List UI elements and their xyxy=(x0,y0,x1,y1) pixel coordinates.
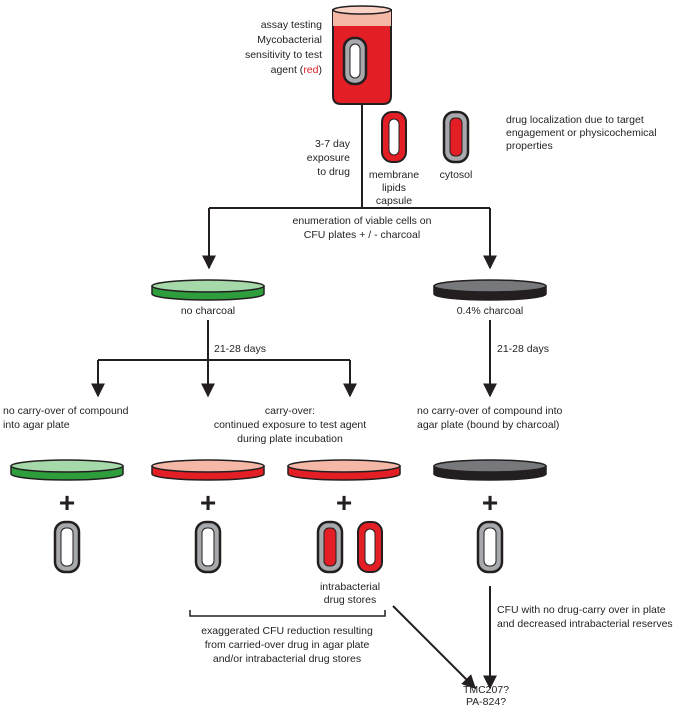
bacterium-cell-icon xyxy=(53,520,81,574)
exaggerated-line-3: and/or intrabacterial drug stores xyxy=(213,653,361,665)
no-charcoal-label: no charcoal xyxy=(181,305,235,317)
plus-sign: + xyxy=(59,487,75,518)
agar-plate-icon xyxy=(151,279,265,301)
incubation-left-label: 21-28 days xyxy=(214,343,266,355)
membrane-cell-icon xyxy=(381,111,407,163)
exposure-line-1: 3-7 day xyxy=(315,138,351,150)
no-carry-left-1: no carry-over of compound xyxy=(3,405,129,417)
enumeration-line-1: enumeration of viable cells on xyxy=(293,215,432,227)
carry-over-2: continued exposure to test agent xyxy=(214,419,366,431)
plus-sign: + xyxy=(336,487,352,518)
membrane-label-2: lipids xyxy=(382,182,406,194)
plus-sign: + xyxy=(482,487,498,518)
no-carry-left-2: into agar plate xyxy=(3,419,70,431)
compound-tmc207: TMC207? xyxy=(463,684,509,696)
tube-icon xyxy=(332,5,392,105)
localization-line-3: properties xyxy=(506,140,553,152)
no-carry-right-2: agar plate (bound by charcoal) xyxy=(417,419,559,431)
plus-sign: + xyxy=(200,487,216,518)
compound-pa824: PA-824? xyxy=(466,696,506,706)
cytosol-label: cytosol xyxy=(440,169,473,181)
bacterium-cell-icon xyxy=(476,520,504,574)
bacterium-cell-icon xyxy=(194,520,222,574)
carry-over-1: carry-over: xyxy=(265,405,315,417)
agar-plate-icon xyxy=(151,459,265,481)
charcoal-label: 0.4% charcoal xyxy=(457,305,524,317)
enumeration-line-2: CFU plates + / - charcoal xyxy=(304,229,420,241)
assay-line-2: Mycobacterial xyxy=(257,34,322,46)
bracket xyxy=(189,610,386,617)
intrabacterial-line-2: drug stores xyxy=(324,594,377,606)
exposure-line-2: exposure xyxy=(307,152,350,164)
cfu-no-carry-2: and decreased intrabacterial reserves xyxy=(497,618,673,630)
bacterium-cell-icon xyxy=(316,520,344,574)
membrane-label-1: membrane xyxy=(369,169,419,181)
agar-plate-icon xyxy=(287,459,401,481)
exaggerated-line-2: from carried-over drug in agar plate xyxy=(205,639,370,651)
membrane-label-3: capsule xyxy=(376,195,412,207)
bacterium-cell-icon xyxy=(357,521,383,573)
assay-line-1: assay testing xyxy=(261,19,322,31)
cytosol-cell-icon xyxy=(442,110,470,164)
exposure-line-3: to drug xyxy=(317,166,350,178)
agar-plate-icon xyxy=(10,459,124,481)
carry-over-3: during plate incubation xyxy=(237,433,343,445)
exaggerated-line-1: exaggerated CFU reduction resulting xyxy=(201,625,373,637)
localization-line-1: drug localization due to target xyxy=(506,114,644,126)
incubation-right-label: 21-28 days xyxy=(497,343,549,355)
assay-line-3: sensitivity to test xyxy=(245,49,322,61)
localization-line-2: engagement or physicochemical xyxy=(506,127,657,139)
assay-label: assay testing Mycobacterial sensitivity … xyxy=(245,19,322,76)
no-carry-right-1: no carry-over of compound into xyxy=(417,405,562,417)
intrabacterial-line-1: intrabacterial xyxy=(320,581,380,593)
agar-plate-icon xyxy=(433,459,547,481)
assay-line-4: agent (red) xyxy=(271,64,322,76)
cfu-no-carry-1: CFU with no drug-carry over in plate xyxy=(497,604,666,616)
arrow-icon xyxy=(392,605,476,689)
agar-plate-icon xyxy=(433,279,547,301)
